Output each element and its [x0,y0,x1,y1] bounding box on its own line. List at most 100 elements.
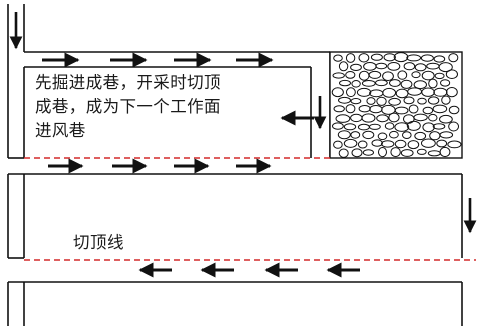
rubble-stone [383,53,396,62]
rubble-stone [332,122,344,130]
rubble-stone [343,123,357,131]
rubble-stone [394,139,407,149]
rubble-stone [433,55,446,63]
rubble-stone [362,149,374,156]
rubble-stone [422,122,435,133]
rubble-stone [394,122,410,132]
rubble-stone [414,63,427,72]
rubble-stone [335,114,351,123]
lower-roadway [7,281,463,326]
rubble-stone [447,140,462,149]
rubble-stone [446,87,458,98]
rubble-stone [350,131,361,139]
rubble-stone [439,114,453,124]
rubble-stone [378,147,387,158]
rubble-stone [394,106,409,115]
rubble-stone [440,79,451,87]
rubble-stone [350,98,362,105]
rubble-stone [413,113,428,122]
rubble-stone [333,140,343,149]
rubble-stone [351,80,361,88]
rubble-stone [368,70,382,79]
rubble-stone [343,138,358,148]
rubble-stone [445,69,458,79]
rubble-stone [448,105,460,115]
rubble-stone [345,104,356,114]
rubble-stone [357,140,368,149]
rubble-stone [403,62,416,71]
rubble-stone [402,131,412,140]
rubble-stone [436,139,448,148]
rubble-stone [421,87,435,97]
rubble-stone [345,71,356,79]
rubble-stone [375,79,388,87]
rubble-stone [422,106,434,115]
rubble-stone [407,140,420,150]
rubble-stone [358,105,371,113]
roadway-annotation: 先掘进成巷，开采时切顶 成巷，成为下一个工作面 进风巷 [35,71,305,143]
rubble-stone [408,104,419,114]
rubble-stone [438,62,453,73]
rubble-stone [400,79,413,89]
rubble-stone [388,112,400,123]
rubble-stone [406,54,422,62]
rubble-stone [338,148,349,158]
rubble-stone [411,71,421,79]
rubble-stone [441,95,451,105]
rubble-stone [416,148,427,155]
rubble-stone [338,61,349,72]
annotation-line: 成巷，成为下一个工作面 [35,97,221,116]
rubble-stone [331,87,344,98]
rubble-stone [413,80,427,90]
rubble-stone [366,97,376,105]
rubble-stone [339,79,351,87]
rubble-stone [333,54,343,62]
rubble-stone [414,131,427,141]
rubble-stone [389,79,401,87]
rubble-stone [376,114,389,123]
rubble-stone [432,123,446,130]
rubble-stone [382,87,397,98]
rubble-stone [390,147,401,158]
rubble-stone [361,113,376,123]
rubble-stone [400,149,414,157]
rubble-stone [388,97,401,106]
rubble-stone [351,148,363,158]
rubble-stone [362,130,375,140]
cut-line-label: 切顶线 [73,233,124,252]
rubble-stone [439,146,451,158]
rubble-stone [406,120,421,131]
rubble-stone [345,53,356,63]
rubble-stone [371,139,383,147]
gob-area [329,51,463,159]
rubble-stone [403,96,415,105]
rubble-stone [382,71,394,81]
rubble-stone [332,72,345,79]
rubble-stone [427,96,440,105]
cut-lines [24,157,476,261]
rubble-stone [417,97,427,105]
rubble-stone [387,62,401,71]
rubble-stone [389,130,399,139]
rubble-stone [439,131,454,139]
rubble-stone [356,87,372,97]
rubble-stone [338,96,351,104]
rubble-stone [370,53,383,61]
rubble-stone [358,53,370,63]
annotation-line: 进风巷 [35,121,86,140]
rubble-stone [432,104,448,114]
rubble-stone [381,140,395,148]
rubble-stone [421,138,436,148]
rubble-stone [346,87,356,98]
rubble-stone [384,122,395,130]
rubble-stone [448,121,460,132]
middle-roadway [7,173,463,259]
rubble-stone [333,105,345,113]
rubble-stone [397,70,408,80]
airflow-arrows [9,12,477,278]
rubble-stone [420,54,434,62]
rubble-stone [421,70,435,81]
rubble-stone [393,52,409,63]
rubble-stone [428,113,438,122]
